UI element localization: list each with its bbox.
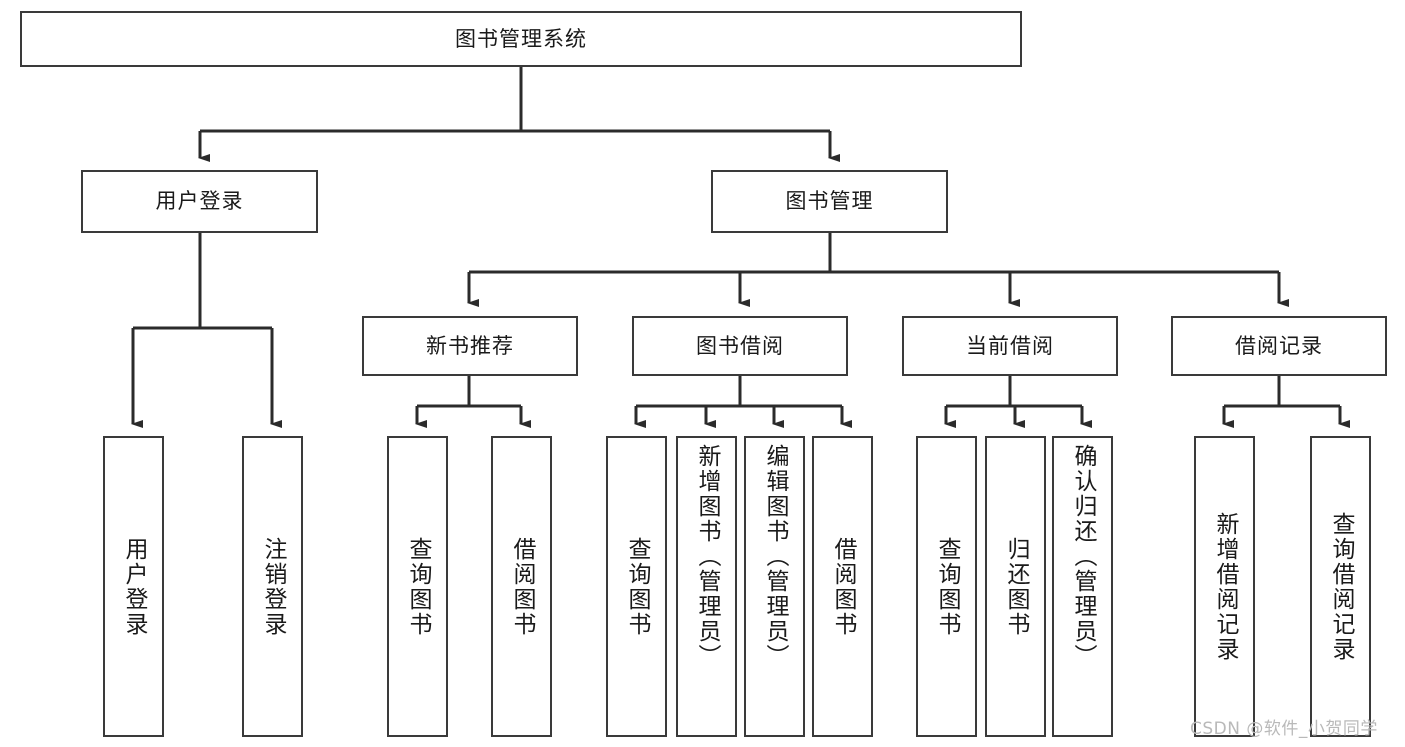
node-leaf-edit-book-label: 编辑图书（管理员） [762, 444, 788, 669]
node-new-book-recommend[interactable]: 新书推荐 [362, 316, 578, 376]
node-user-login-label: 用户登录 [155, 189, 244, 214]
node-book-borrow-label: 图书借阅 [696, 333, 784, 358]
node-leaf-confirm-return-label: 确认归还（管理员） [1070, 444, 1096, 669]
node-borrow-record-label: 借阅记录 [1235, 333, 1323, 358]
node-leaf-confirm-return[interactable]: 确认归还（管理员） [1052, 436, 1113, 737]
node-book-management[interactable]: 图书管理 [711, 170, 948, 233]
node-leaf-query-record-label: 查询借阅记录 [1328, 511, 1354, 662]
node-leaf-query-book-3[interactable]: 查询图书 [916, 436, 977, 737]
node-leaf-query-book-1-label: 查询图书 [405, 536, 431, 637]
node-leaf-user-login[interactable]: 用户登录 [103, 436, 164, 737]
node-leaf-add-record-label: 新增借阅记录 [1212, 511, 1238, 662]
node-leaf-borrow-book-1-label: 借阅图书 [509, 536, 535, 637]
node-leaf-user-login-label: 用户登录 [121, 536, 147, 637]
node-current-borrow[interactable]: 当前借阅 [902, 316, 1118, 376]
node-book-management-label: 图书管理 [785, 189, 874, 214]
node-leaf-add-book[interactable]: 新增图书（管理员） [676, 436, 737, 737]
node-leaf-query-book-1[interactable]: 查询图书 [387, 436, 448, 737]
node-user-login[interactable]: 用户登录 [81, 170, 318, 233]
node-leaf-query-record[interactable]: 查询借阅记录 [1310, 436, 1371, 737]
node-borrow-record[interactable]: 借阅记录 [1171, 316, 1387, 376]
node-leaf-logout-login[interactable]: 注销登录 [242, 436, 303, 737]
node-leaf-borrow-book-1[interactable]: 借阅图书 [491, 436, 552, 737]
watermark: CSDN @软件_小贺同学 [1190, 719, 1378, 739]
node-leaf-borrow-book-2[interactable]: 借阅图书 [812, 436, 873, 737]
node-leaf-edit-book[interactable]: 编辑图书（管理员） [744, 436, 805, 737]
node-leaf-add-book-label: 新增图书（管理员） [694, 444, 720, 669]
node-book-borrow[interactable]: 图书借阅 [632, 316, 848, 376]
node-leaf-logout-login-label: 注销登录 [260, 536, 286, 637]
node-leaf-query-book-3-label: 查询图书 [934, 536, 960, 637]
node-leaf-query-book-2[interactable]: 查询图书 [606, 436, 667, 737]
node-leaf-return-book-label: 归还图书 [1003, 536, 1029, 637]
node-leaf-borrow-book-2-label: 借阅图书 [830, 536, 856, 637]
node-leaf-return-book[interactable]: 归还图书 [985, 436, 1046, 737]
node-new-book-recommend-label: 新书推荐 [426, 333, 514, 358]
node-root[interactable]: 图书管理系统 [20, 11, 1022, 67]
node-root-label: 图书管理系统 [455, 26, 587, 51]
node-current-borrow-label: 当前借阅 [966, 333, 1054, 358]
node-leaf-query-book-2-label: 查询图书 [624, 536, 650, 637]
node-leaf-add-record[interactable]: 新增借阅记录 [1194, 436, 1255, 737]
